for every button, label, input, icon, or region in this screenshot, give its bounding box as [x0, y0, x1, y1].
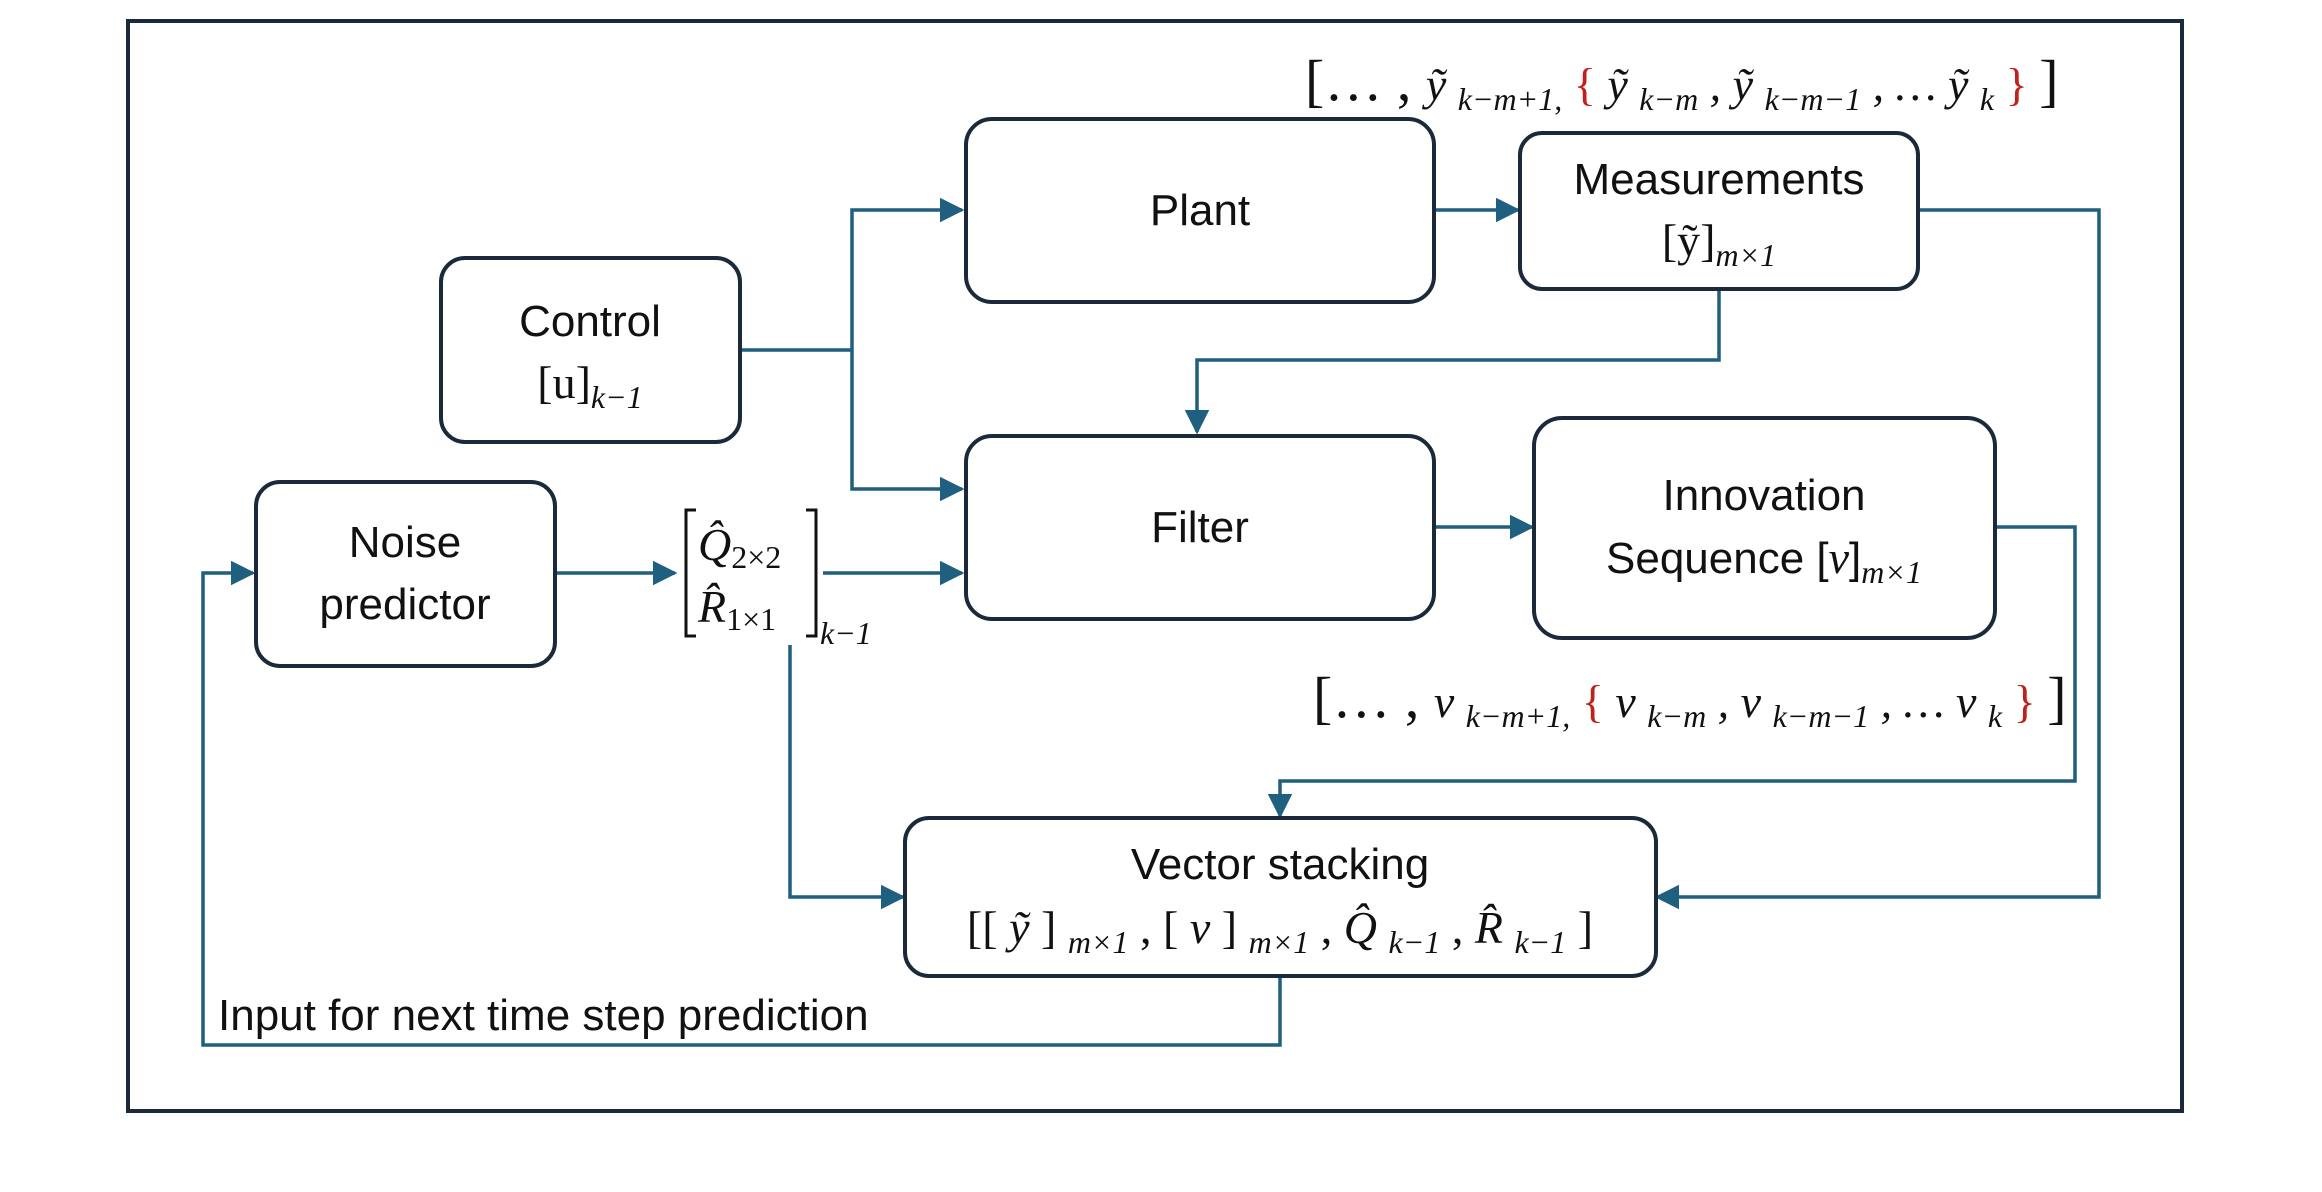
wire-measurements-to-stacking [1654, 208, 2101, 910]
innovation-title-line2: Sequence [ν]m×1 [1606, 532, 1922, 590]
plant-title: Plant [1150, 186, 1250, 235]
filter-block[interactable]: Filter [964, 434, 1436, 621]
matrix-left-bracket [684, 508, 696, 638]
control-block[interactable]: Control [u]k−1 [439, 256, 742, 444]
measurements-box [1518, 131, 1920, 291]
noise-predictor-line2: predictor [319, 580, 490, 629]
innovation-window-sequence: [… , ν k−m+1, { ν k−m , ν k−m−1 , … ν k … [1313, 665, 2067, 737]
wire-measurements-to-filter [1184, 289, 1721, 435]
control-title: Control [519, 297, 661, 346]
vector-stacking-box [903, 816, 1658, 978]
connections [201, 197, 2101, 1047]
innovation-box [1532, 416, 1997, 640]
innovation-block[interactable]: Innovation Sequence [ν]m×1 [1532, 416, 1997, 640]
wire-matrices-to-stacking [788, 645, 906, 910]
measurements-title: Measurements [1573, 155, 1864, 204]
measurements-block[interactable]: Measurements [ỹ]m×1 [1518, 131, 1920, 291]
control-box [439, 256, 742, 444]
filter-title: Filter [1151, 503, 1249, 552]
matrices-time-subscript: k−1 [820, 615, 872, 651]
vector-stacking-block[interactable]: Vector stacking [[ ỹ ] m×1 , [ ν ] m×1 ,… [903, 816, 1658, 978]
q-hat-entry: Q̂2×2 [698, 519, 781, 575]
measurement-window-sequence: [… , ỹ k−m+1, { ỹ k−m , ỹ k−m−1 , … ỹ k … [1305, 48, 2059, 120]
wire-feedback-loop [201, 560, 1282, 1047]
plant-block[interactable]: Plant [964, 117, 1436, 304]
outer-frame [126, 19, 2184, 1113]
wire-control-to-plant [850, 197, 965, 350]
wire-control-to-filter [850, 350, 965, 502]
innovation-title-line1: Innovation [1662, 471, 1865, 520]
plant-box [964, 117, 1436, 304]
vector-stacking-title: Vector stacking [1131, 840, 1429, 889]
noise-predictor-line1: Noise [349, 518, 462, 567]
noise-matrices: Q̂2×2 R̂1×1 k−1 [684, 508, 872, 651]
feedback-caption: Input for next time step prediction [218, 991, 869, 1040]
matrix-right-bracket [806, 508, 818, 638]
control-math: [u]k−1 [537, 357, 642, 415]
noise-predictor-box [254, 480, 557, 668]
wire-innovation-to-stacking [1267, 525, 2077, 819]
noise-predictor-block[interactable]: Noise predictor [254, 480, 557, 668]
stacked-vector-math: [[ ỹ ] m×1 , [ ν ] m×1 , Q̂ k−1 , R̂ k−1… [967, 902, 1593, 963]
filter-box [964, 434, 1436, 621]
r-hat-entry: R̂1×1 [697, 581, 776, 637]
measurements-math: [ỹ]m×1 [1662, 215, 1776, 273]
